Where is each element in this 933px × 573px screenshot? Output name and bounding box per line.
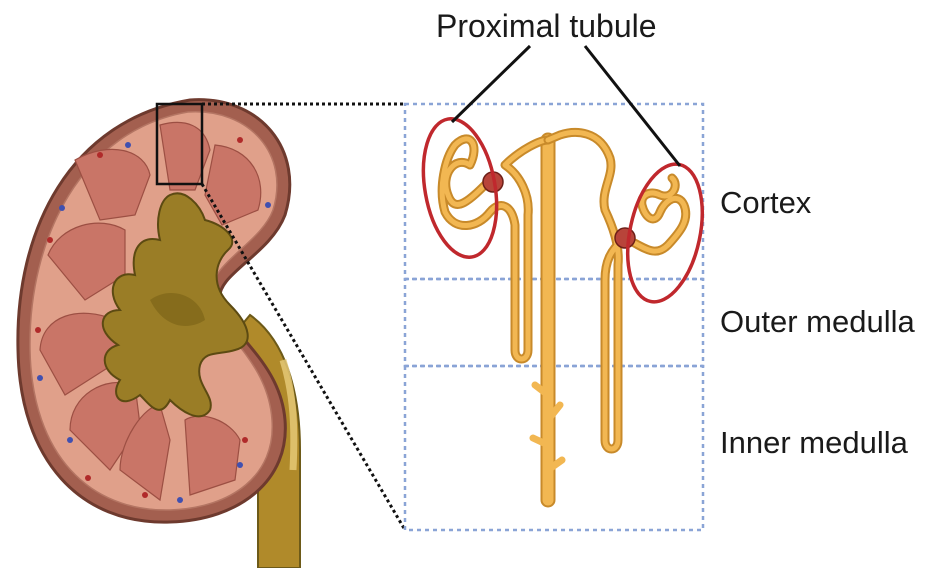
zone-label-outer-medulla: Outer medulla <box>720 306 915 337</box>
proximal-tubule-title: Proximal tubule <box>436 10 657 42</box>
title-leaders <box>452 46 680 166</box>
zone-label-inner-medulla: Inner medulla <box>720 427 908 458</box>
nephron-cortical <box>442 139 548 359</box>
kidney <box>18 100 300 568</box>
highlight-ring-right <box>616 157 714 308</box>
zone-label-cortex: Cortex <box>720 187 811 218</box>
nephron-juxtamedullary <box>548 132 686 449</box>
glomerulus-juxtamedullary <box>615 228 635 248</box>
nephrons <box>442 132 686 500</box>
